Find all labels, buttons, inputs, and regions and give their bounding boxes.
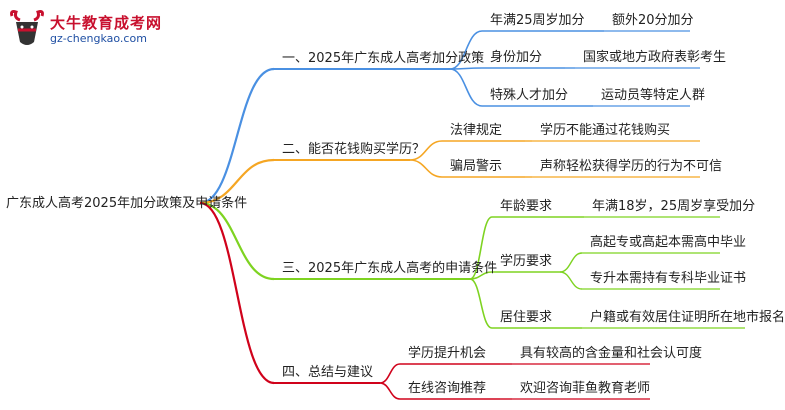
connector-root-to-branch-4 [199,201,275,385]
branch-4-child-1-label: 学历提升机会 [408,346,487,361]
branch-1-child-3-label: 特殊人才加分 [490,88,569,103]
branch-4-child-1-detail: 具有较高的含金量和社会认可度 [520,346,703,361]
branch-3-child-2-label: 学历要求 [500,254,553,269]
branch-3-child-2-detail-2: 专升本需持有专科毕业证书 [590,271,747,286]
connector-detail-3-2-2 [559,271,583,290]
mindmap: 广东成人高考2025年加分政策及申请条件 一、2025年广东成人高考加分政策 年满2… [6,13,785,396]
connector-branch-3-child-1 [469,216,493,280]
branch-2-child-1-detail: 学历不能通过花钱购买 [540,123,671,138]
branch-4-child-2-detail: 欢迎咨询菲鱼教育老师 [520,381,651,396]
mindmap-connectors [199,30,745,400]
logo-title: 大牛教育成考网 [50,14,163,32]
branch-3-child-1-label: 年龄要求 [500,199,553,214]
connector-root-to-branch-2 [199,158,275,205]
connector-detail-3-2-1 [559,252,583,273]
branch-1-child-2-detail: 国家或地方政府表彰考生 [583,50,727,65]
logo-url: gz-chengkao.com [50,32,147,45]
connector-branch-3-child-2 [469,271,493,280]
branch-3-child-3-detail-1: 户籍或有效居住证明所在地市报名 [590,310,785,325]
branch-1-child-1-detail: 额外20分加分 [612,13,694,28]
branch-1-label: 一、2025年广东成人高考加分政策 [282,51,485,66]
branch-3-child-1-detail-1: 年满18岁，25周岁享受加分 [592,199,756,214]
connector-root-to-branch-1 [199,67,275,205]
branch-2-child-1-label: 法律规定 [450,123,503,138]
connector-root-to-branch-3 [199,201,275,281]
branch-3-child-2-detail-1: 高起专或高起本需高中毕业 [590,235,747,250]
connector-branch-4-child-1 [379,363,401,384]
branch-1-child-1-label: 年满25周岁加分 [490,13,585,28]
bull-logo-icon [10,10,44,45]
branch-3-label: 三、2025年广东成人高考的申请条件 [282,261,498,276]
connector-branch-2-child-1 [409,140,443,161]
connector-branch-4-child-2 [379,382,401,400]
branch-1-child-2-label: 身份加分 [490,50,543,65]
branch-3-child-3-label: 居住要求 [500,310,553,325]
connector-branch-3-child-3 [469,278,493,329]
connector-branch-1-child-3 [449,68,483,107]
branch-2-child-2-label: 骗局警示 [450,159,503,174]
branch-4-child-2-label: 在线咨询推荐 [408,381,487,396]
root-topic: 广东成人高考2025年加分政策及申请条件 [6,196,248,211]
branch-4-label: 四、总结与建议 [282,365,374,380]
branch-2-child-2-detail: 声称轻松获得学历的行为不可信 [540,159,723,174]
connector-branch-2-child-2 [409,159,443,178]
connector-branch-1-child-1 [449,30,483,70]
branch-1-child-3-detail: 运动员等特定人群 [601,88,706,103]
branch-2-label: 二、能否花钱购买学历？ [282,142,426,157]
brand-logo: 大牛教育成考网 gz-chengkao.com [6,6,166,52]
